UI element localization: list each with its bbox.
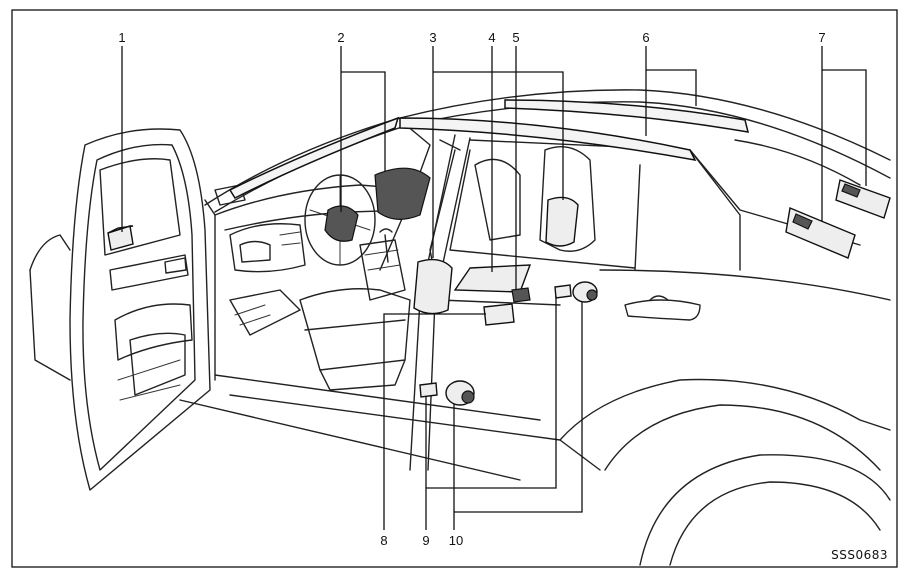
passenger-airbag [374, 167, 431, 220]
curtain-airbag-left-rear [399, 117, 697, 162]
curtain-airbag-front [228, 116, 400, 199]
figure-frame [11, 9, 898, 568]
callout-8: 8 [380, 533, 387, 548]
curtain-airbag-right-rear [504, 99, 750, 133]
callout-3: 3 [429, 30, 436, 45]
callout-6: 6 [642, 30, 649, 45]
callout-4: 4 [488, 30, 495, 45]
callouts: 1 2 3 4 5 6 7 8 9 10 [118, 30, 825, 548]
door-pressure-sensor [107, 225, 134, 251]
callout-9: 9 [422, 533, 429, 548]
front-seat-side-airbag [413, 258, 453, 315]
airbag-control-unit [483, 303, 515, 326]
callout-1: 1 [118, 30, 125, 45]
callout-7: 7 [818, 30, 825, 45]
pretensioner-front [419, 380, 475, 406]
pretensioner-rear [554, 281, 598, 303]
car-body [29, 89, 891, 566]
rear-seat-side-airbag [545, 196, 579, 247]
rear-curtain-module-lower [785, 207, 856, 259]
rear-curtain-module-upper [835, 179, 891, 219]
leader-lines [121, 46, 867, 530]
callout-5: 5 [512, 30, 519, 45]
driver-airbag [324, 205, 359, 242]
sensor-module-5 [511, 287, 531, 303]
callout-2: 2 [337, 30, 344, 45]
figure-code: SSS0683 [831, 548, 888, 562]
callout-10: 10 [449, 533, 463, 548]
